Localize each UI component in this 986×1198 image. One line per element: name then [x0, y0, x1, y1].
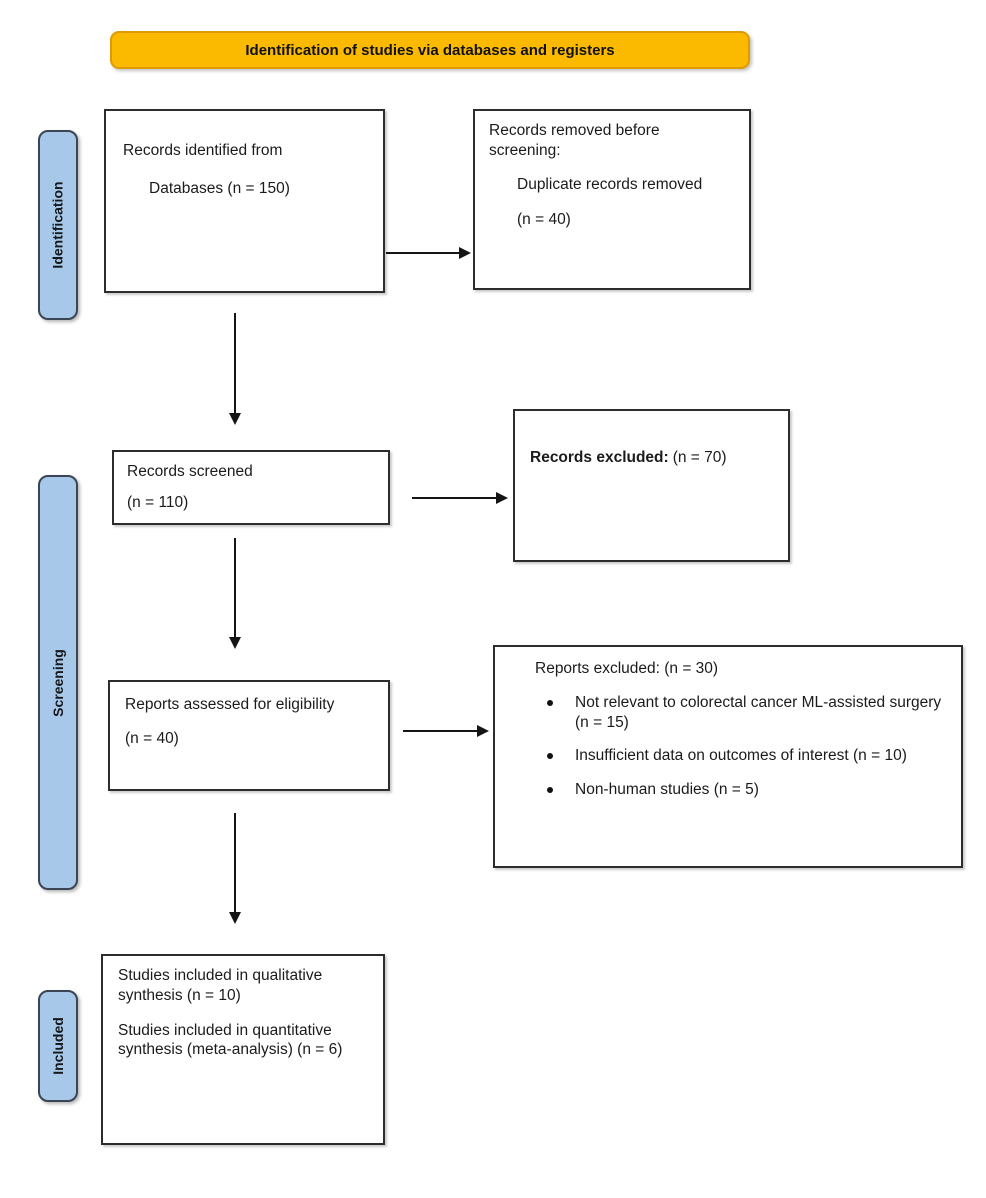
- studies-included-para1: Studies included in qualitative synthesi…: [118, 967, 323, 1004]
- records-excluded-count: (n = 70): [672, 449, 727, 466]
- reports-assessed-line1: Reports assessed for eligibility: [125, 696, 335, 713]
- stage-label-screening: Screening: [38, 475, 78, 890]
- stage-label-included: Included: [38, 990, 78, 1102]
- reports-excluded-title: Reports excluded: (n = 30): [535, 660, 719, 677]
- diagram-title-banner: Identification of studies via databases …: [110, 31, 750, 69]
- bullet-icon: [547, 753, 553, 760]
- connector-screened-to-assessed: [234, 538, 236, 638]
- reports-excluded-bullet-1-text: Not relevant to colorectal cancer ML-ass…: [575, 693, 942, 731]
- diagram-title: Identification of studies via databases …: [245, 41, 615, 59]
- records-removed-line2: Duplicate records removed: [517, 175, 703, 193]
- records-removed-count: (n = 40): [517, 211, 571, 229]
- connector-identified-to-removed: [386, 252, 460, 254]
- stage-label-included-text: Included: [50, 1017, 66, 1075]
- bullet-icon: [547, 699, 553, 706]
- connector-identified-to-screened: [234, 313, 236, 414]
- records-removed-line1: Records removed before screening:: [489, 122, 660, 159]
- box-records-excluded: Records excluded:(n = 70): [513, 409, 790, 562]
- box-records-screened: Records screened (n = 110): [112, 450, 390, 525]
- records-screened-line1: Records screened: [127, 463, 253, 480]
- bullet-icon: [547, 787, 553, 794]
- box-records-identified: Records identified from Databases (n = 1…: [104, 109, 385, 293]
- studies-included-para2: Studies included in quantitative synthes…: [118, 1021, 343, 1059]
- reports-excluded-bullet-2: Insufficient data on outcomes of interes…: [495, 746, 947, 766]
- records-excluded-label: Records excluded:: [530, 449, 669, 466]
- box-studies-included: Studies included in qualitative synthesi…: [101, 954, 385, 1145]
- reports-excluded-bullet-list: Not relevant to colorectal cancer ML-ass…: [495, 693, 943, 800]
- arrow-down-icon: [229, 912, 241, 924]
- records-identified-line1: Records identified from: [123, 142, 283, 159]
- arrow-down-icon: [229, 637, 241, 649]
- arrow-down-icon: [229, 413, 241, 425]
- connector-assessed-to-included: [234, 813, 236, 913]
- box-records-removed: Records removed before screening: Duplic…: [473, 109, 751, 290]
- records-identified-line2: Databases (n = 150): [149, 179, 290, 197]
- box-reports-assessed: Reports assessed for eligibility (n = 40…: [108, 680, 390, 791]
- arrow-right-icon: [496, 492, 508, 504]
- reports-excluded-bullet-3: Non-human studies (n = 5): [495, 780, 947, 800]
- connector-assessed-to-excluded: [403, 730, 478, 732]
- reports-assessed-count: (n = 40): [125, 729, 179, 747]
- records-screened-count: (n = 110): [127, 493, 189, 511]
- connector-screened-to-excluded: [412, 497, 497, 499]
- arrow-right-icon: [477, 725, 489, 737]
- stage-label-identification: Identification: [38, 130, 78, 320]
- reports-excluded-bullet-2-text: Insufficient data on outcomes of interes…: [575, 747, 907, 765]
- stage-label-identification-text: Identification: [50, 181, 66, 269]
- arrow-right-icon: [459, 247, 471, 259]
- stage-label-screening-text: Screening: [50, 648, 67, 717]
- reports-excluded-bullet-3-text: Non-human studies (n = 5): [575, 781, 759, 799]
- records-excluded-line: Records excluded:(n = 70): [530, 448, 776, 468]
- reports-excluded-bullet-1: Not relevant to colorectal cancer ML-ass…: [495, 693, 947, 733]
- box-reports-excluded: Reports excluded: (n = 30) Not relevant …: [493, 645, 963, 868]
